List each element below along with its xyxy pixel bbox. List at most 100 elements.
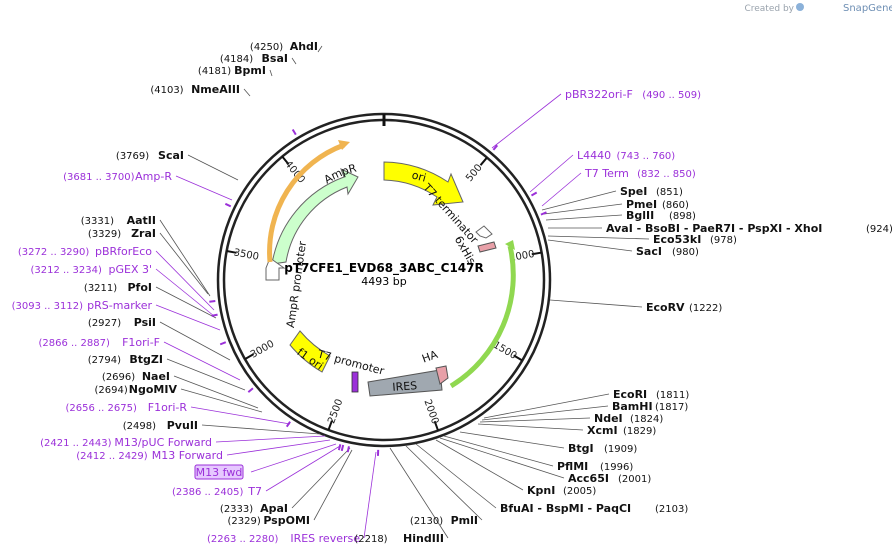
leader-line — [155, 250, 215, 311]
site-position: (2333) — [220, 504, 253, 515]
enzyme-label[interactable]: BamHI — [612, 400, 653, 413]
site-position: (2794) — [88, 355, 121, 366]
enzyme-label[interactable]: NgoMIV — [129, 383, 178, 396]
enzyme-label[interactable]: SacI — [636, 245, 662, 258]
enzyme-label[interactable]: PmeI — [626, 198, 657, 211]
enzyme-label[interactable]: NaeI — [142, 370, 170, 383]
leader-line — [317, 45, 323, 53]
site-position: (3331) — [81, 216, 114, 227]
enzyme-label[interactable]: PflMI — [557, 460, 588, 473]
primer-label[interactable]: pBR322ori-F — [565, 88, 633, 101]
site-position: (2263 .. 2280) — [207, 534, 279, 545]
primer-label[interactable]: pGEX 3' — [108, 263, 152, 276]
site-position: (2329) — [228, 516, 261, 527]
tick-label: 1000 — [509, 249, 536, 264]
primer-label[interactable]: pRS-marker — [87, 299, 152, 312]
site-position: (1817) — [655, 402, 688, 413]
enzyme-label[interactable]: Acc65I — [568, 472, 609, 485]
enzyme-label[interactable]: EcoRV — [646, 301, 685, 314]
enzyme-label[interactable]: NdeI — [594, 412, 623, 425]
feature-label-ha: HA — [420, 348, 440, 366]
enzyme-label[interactable]: PmlI — [451, 514, 478, 527]
feature-label-ori: ori — [410, 168, 427, 184]
primer-label[interactable]: T7 Term — [584, 167, 629, 180]
primer-site-mark — [337, 444, 342, 451]
primer-label[interactable]: pBRforEco — [95, 245, 152, 258]
leader-line — [491, 93, 562, 149]
tick-mark — [226, 250, 237, 254]
enzyme-label[interactable]: ApaI — [260, 502, 288, 515]
enzyme-label[interactable]: PsiI — [134, 316, 156, 329]
primer-label[interactable]: F1ori-F — [122, 336, 160, 349]
enzyme-label[interactable]: BfuAI - BspMI - PaqCI — [500, 502, 631, 515]
primer-label[interactable]: IRES reverse — [290, 532, 360, 545]
enzyme-label[interactable]: PspOMI — [263, 514, 310, 527]
leader-line — [435, 439, 524, 491]
orf-orange-arc — [267, 142, 345, 263]
feature-ori[interactable]: ori — [383, 161, 464, 206]
enzyme-label[interactable]: PfoI — [128, 281, 153, 294]
leader-line — [291, 57, 297, 65]
leader-line — [180, 388, 263, 413]
enzyme-label[interactable]: AvaI - BsoBI - PaeR7I - PspXI - XhoI — [606, 222, 822, 235]
primer-label[interactable]: T7 — [247, 485, 262, 498]
primer-label[interactable]: M13 Forward — [152, 449, 223, 462]
primer-site-mark — [340, 444, 345, 452]
primer-site-mark — [291, 129, 297, 136]
leader-line — [175, 175, 233, 201]
primer-label[interactable]: L4440 — [577, 149, 611, 162]
site-position: (4250) — [250, 42, 283, 53]
site-position: (2866 .. 2887) — [38, 338, 110, 349]
primer-site-mark — [285, 421, 291, 428]
enzyme-label[interactable]: XcmI — [587, 424, 618, 437]
enzyme-label[interactable]: AhdI — [290, 40, 318, 53]
primer-box[interactable] — [194, 464, 244, 480]
leader-line — [243, 88, 251, 97]
enzyme-label[interactable]: BtgI — [568, 442, 594, 455]
feature-ires[interactable]: IRES HA — [367, 348, 449, 397]
site-position: (832 .. 850) — [637, 169, 696, 180]
plasmid-name: pT7CFE1_EVD68_3ABC_C147R — [284, 261, 484, 276]
tick-mark — [281, 155, 290, 165]
enzyme-label[interactable]: PvuII — [167, 419, 198, 432]
site-position: (3329) — [88, 229, 121, 240]
enzyme-label[interactable]: KpnI — [527, 484, 555, 497]
enzyme-label[interactable]: NmeAIII — [191, 83, 240, 96]
leader-line — [549, 299, 643, 308]
enzyme-label[interactable]: BpmI — [234, 64, 266, 77]
primer-label[interactable]: M13/pUC Forward — [114, 436, 212, 449]
plasmid-size: 4493 bp — [361, 275, 406, 288]
leader-line — [155, 304, 221, 331]
snapgene-watermark: Created by SnapGene — [744, 3, 892, 14]
leader-line — [483, 393, 610, 419]
enzyme-label[interactable]: SpeI — [620, 185, 647, 198]
site-position: (980) — [672, 247, 699, 258]
enzyme-label[interactable]: HindIII — [403, 532, 444, 545]
enzyme-label[interactable]: BtgZI — [129, 353, 163, 366]
primer-site-mark — [211, 313, 218, 317]
leader-line — [545, 214, 623, 221]
primer-label[interactable]: F1ori-R — [148, 401, 188, 414]
enzyme-label[interactable]: EcoRI — [613, 388, 647, 401]
site-position: (2498) — [123, 421, 156, 432]
enzyme-label[interactable]: ZraI — [131, 227, 156, 240]
enzyme-label[interactable]: AatII — [127, 214, 156, 227]
tick-mark — [531, 251, 542, 256]
enzyme-label[interactable]: Eco53kI — [653, 233, 701, 246]
enzyme-label[interactable]: ScaI — [158, 149, 184, 162]
primer-label[interactable]: M13 fwd — [196, 466, 243, 479]
feature-ampr[interactable]: AmpR — [271, 161, 359, 265]
leader-line — [459, 431, 565, 449]
site-position: (4181) — [198, 66, 231, 77]
tick-mark — [433, 420, 440, 431]
enzyme-label[interactable]: BsaI — [262, 52, 288, 65]
leader-line — [155, 268, 215, 317]
leader-line — [439, 437, 565, 479]
leader-line — [443, 435, 554, 467]
feature-label-ires: IRES — [392, 379, 418, 394]
leader-line — [481, 405, 609, 421]
leader-line — [313, 449, 353, 521]
primer-label[interactable]: Amp-R — [135, 170, 172, 183]
feature-ha[interactable] — [435, 365, 449, 385]
enzyme-label[interactable]: BglII — [626, 209, 654, 222]
